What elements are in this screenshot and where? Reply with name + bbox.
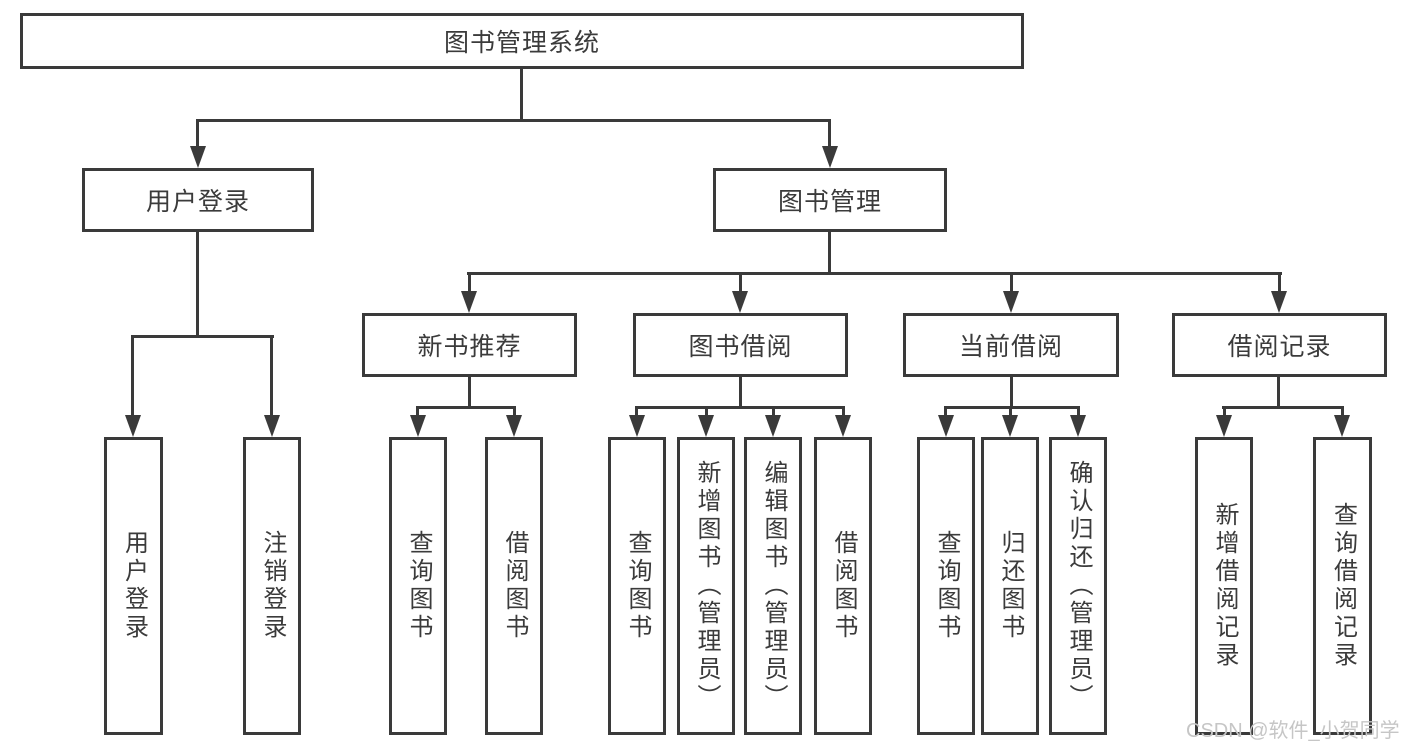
leaf-query-books-current: 查询图书 bbox=[917, 437, 975, 735]
leaf-user-login: 用户登录 bbox=[104, 437, 163, 735]
leaf-label: 查询图书 bbox=[405, 530, 432, 642]
connector-bar bbox=[635, 406, 845, 409]
leaf-label: 新增图书（管理员） bbox=[693, 460, 720, 712]
leaf-label: 借阅图书 bbox=[830, 530, 857, 642]
leaf-label: 编辑图书（管理员） bbox=[760, 460, 787, 712]
node-new-book-recommend: 新书推荐 bbox=[362, 313, 577, 377]
connector-root-bar bbox=[197, 119, 831, 122]
connector-stem bbox=[131, 335, 134, 419]
leaf-confirm-return-admin: 确认归还（管理员） bbox=[1049, 437, 1107, 735]
node-current-borrow: 当前借阅 bbox=[903, 313, 1119, 377]
connector-stem bbox=[1077, 406, 1080, 419]
arrow-down-icon bbox=[1271, 291, 1287, 313]
arrow-down-icon bbox=[1003, 291, 1019, 313]
connector-drop bbox=[1277, 377, 1280, 409]
leaf-label: 确认归还（管理员） bbox=[1065, 460, 1092, 712]
arrow-down-icon bbox=[190, 146, 206, 168]
connector-stem bbox=[1009, 406, 1012, 419]
connector-stem bbox=[270, 335, 273, 419]
connector-drop bbox=[1010, 377, 1013, 409]
leaf-label: 查询借阅记录 bbox=[1329, 502, 1357, 670]
leaf-borrow-books: 借阅图书 bbox=[814, 437, 872, 735]
leaf-label: 新增借阅记录 bbox=[1211, 502, 1238, 670]
arrow-down-icon bbox=[264, 415, 280, 437]
arrow-down-icon bbox=[1002, 415, 1018, 437]
leaf-query-books-borrow: 查询图书 bbox=[608, 437, 666, 735]
csdn-watermark: CSDN @软件_小贺同学 bbox=[1186, 720, 1400, 742]
connector-stem bbox=[828, 119, 831, 149]
connector-drop bbox=[468, 377, 471, 409]
leaf-add-borrow-record: 新增借阅记录 bbox=[1195, 437, 1253, 735]
arrow-down-icon bbox=[461, 291, 477, 313]
connector-stem bbox=[842, 406, 845, 419]
connector-stem bbox=[196, 119, 199, 149]
leaf-label: 归还图书 bbox=[997, 530, 1024, 642]
arrow-down-icon bbox=[1070, 415, 1086, 437]
arrow-down-icon bbox=[765, 415, 781, 437]
leaf-return-book: 归还图书 bbox=[981, 437, 1039, 735]
connector-bar bbox=[467, 272, 1282, 275]
connector-stem bbox=[944, 406, 947, 419]
connector-bar bbox=[416, 406, 516, 409]
connector-stem bbox=[1341, 406, 1344, 419]
leaf-query-books-recommend: 查询图书 bbox=[389, 437, 447, 735]
leaf-label: 用户登录 bbox=[120, 530, 148, 642]
leaf-label: 查询图书 bbox=[624, 530, 651, 642]
leaf-edit-book-admin: 编辑图书（管理员） bbox=[744, 437, 802, 735]
arrow-down-icon bbox=[506, 415, 522, 437]
node-root: 图书管理系统 bbox=[20, 13, 1024, 69]
leaf-label: 借阅图书 bbox=[501, 530, 528, 642]
arrow-down-icon bbox=[125, 415, 141, 437]
arrow-down-icon bbox=[410, 415, 426, 437]
arrow-down-icon bbox=[732, 291, 748, 313]
connector-stem bbox=[1278, 272, 1281, 294]
node-book-management: 图书管理 bbox=[713, 168, 947, 232]
leaf-label: 查询图书 bbox=[933, 530, 960, 642]
connector-stem bbox=[416, 406, 419, 419]
connector-bar bbox=[1222, 406, 1344, 409]
connector-drop bbox=[196, 232, 199, 338]
leaf-logout: 注销登录 bbox=[243, 437, 301, 735]
arrow-down-icon bbox=[698, 415, 714, 437]
arrow-down-icon bbox=[938, 415, 954, 437]
leaf-add-book-admin: 新增图书（管理员） bbox=[677, 437, 735, 735]
leaf-borrow-books-recommend: 借阅图书 bbox=[485, 437, 543, 735]
node-user-login: 用户登录 bbox=[82, 168, 314, 232]
connector-stem bbox=[635, 406, 638, 419]
arrow-down-icon bbox=[1334, 415, 1350, 437]
connector-stem bbox=[705, 406, 708, 419]
leaf-label: 注销登录 bbox=[259, 530, 286, 642]
arrow-down-icon bbox=[1216, 415, 1232, 437]
connector-stem bbox=[513, 406, 516, 419]
connector-stem bbox=[772, 406, 775, 419]
arrow-down-icon bbox=[835, 415, 851, 437]
connector-root-drop bbox=[520, 69, 523, 121]
connector-stem bbox=[1223, 406, 1226, 419]
leaf-query-borrow-record: 查询借阅记录 bbox=[1313, 437, 1372, 735]
arrow-down-icon bbox=[822, 146, 838, 168]
arrow-down-icon bbox=[629, 415, 645, 437]
node-borrow-records: 借阅记录 bbox=[1172, 313, 1387, 377]
node-book-borrow: 图书借阅 bbox=[633, 313, 848, 377]
connector-drop bbox=[828, 232, 831, 275]
connector-stem bbox=[1010, 272, 1013, 294]
connector-drop bbox=[739, 377, 742, 409]
connector-stem bbox=[468, 272, 471, 294]
connector-bar bbox=[132, 335, 274, 338]
connector-stem bbox=[739, 272, 742, 294]
connector-bar bbox=[944, 406, 1080, 409]
